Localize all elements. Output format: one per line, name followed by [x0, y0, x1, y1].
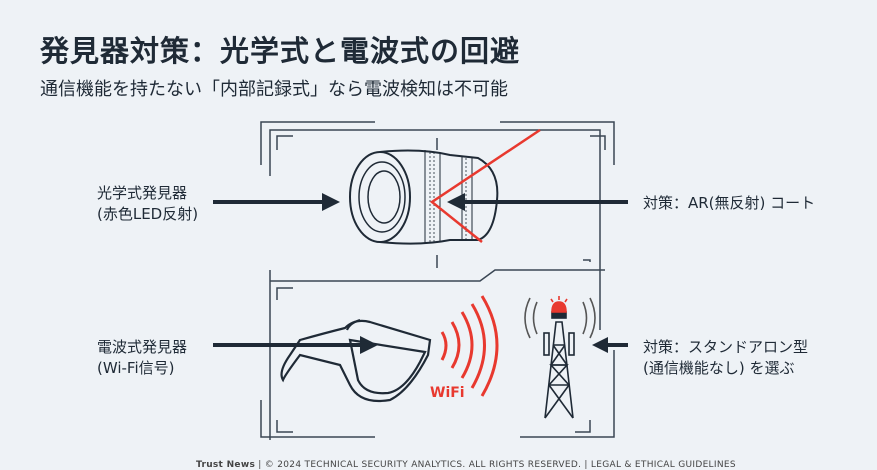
wifi-label: WiFi: [430, 385, 465, 401]
smart-glasses-icon: [280, 318, 432, 403]
radio-tower-icon: [524, 296, 596, 419]
radio-label-line2: (Wi-Fi信号): [97, 359, 175, 377]
radio-label-line1: 電波式発見器: [97, 338, 188, 356]
radio-counter-line2: (通信機能なし) を選ぶ: [643, 359, 795, 377]
optical-label-line1: 光学式発見器: [97, 184, 188, 202]
arrows: [213, 193, 628, 354]
optical-countermeasure-label: 対策：AR(無反射) コート: [643, 194, 816, 212]
footer-brand: Trust News: [196, 460, 256, 470]
optical-detector-label: 光学式発見器 (赤色LED反射): [97, 183, 198, 225]
footer-copyright: © 2024 TECHNICAL SECURITY ANALYTICS. ALL…: [264, 460, 582, 470]
footer-guidelines-link[interactable]: LEGAL & ETHICAL GUIDELINES: [590, 460, 736, 470]
frame: [260, 121, 615, 440]
camera-lens-icon: [349, 149, 499, 245]
radio-detector-label: 電波式発見器 (Wi-Fi信号): [97, 337, 187, 379]
footer: Trust News | © 2024 TECHNICAL SECURITY A…: [196, 460, 736, 470]
radio-counter-line1: 対策：スタンドアロン型: [643, 338, 809, 356]
reflection-rays: [429, 128, 541, 243]
page-subtitle: 通信機能を持たない「内部記録式」なら電波検知は不可能: [40, 79, 508, 100]
footer-separator: |: [258, 460, 262, 470]
footer-separator: |: [584, 460, 588, 470]
page-title: 発見器対策：光学式と電波式の回避: [40, 34, 521, 68]
optical-label-line2: (赤色LED反射): [97, 205, 199, 223]
wifi-waves-icon: [440, 295, 499, 397]
radio-countermeasure-label: 対策：スタンドアロン型 (通信機能なし) を選ぶ: [643, 337, 808, 379]
